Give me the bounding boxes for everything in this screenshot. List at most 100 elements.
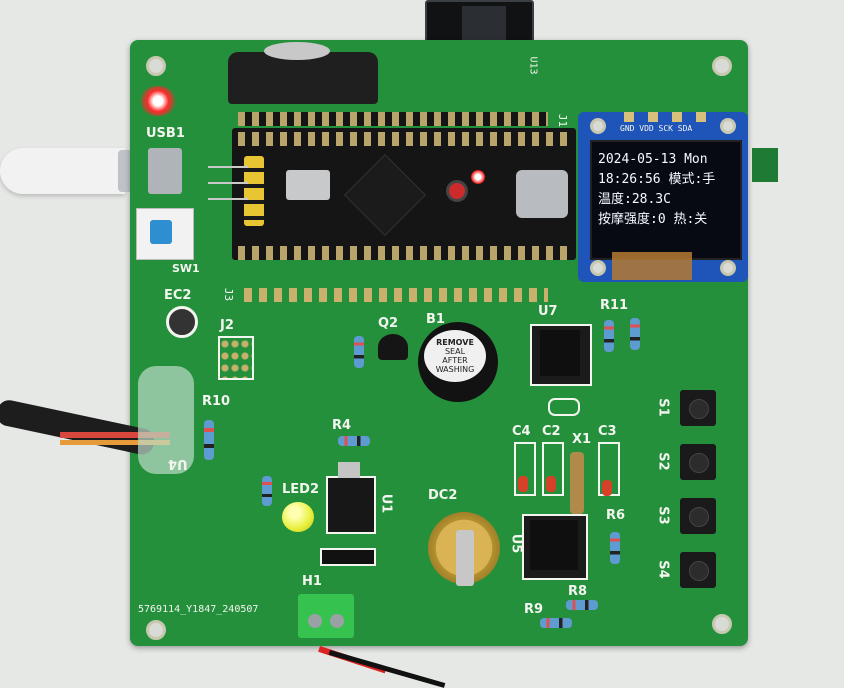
c4-label: C4 xyxy=(512,424,531,439)
u7-ic-body xyxy=(540,330,580,376)
u1-tab xyxy=(338,462,360,478)
sensor-wire-orange xyxy=(60,440,170,445)
usb-c-on-mcu xyxy=(516,170,568,218)
capacitor-c2 xyxy=(542,442,564,496)
oled-temperature-line: 温度:28.3C xyxy=(598,192,671,207)
r9-label: R9 xyxy=(524,602,544,617)
ec2-hole xyxy=(166,306,198,338)
wireless-module-chip xyxy=(462,6,506,46)
button-s4 xyxy=(680,552,716,588)
jumper-wires xyxy=(208,166,248,214)
j1-label: J1 xyxy=(556,113,570,128)
u1-label: U1 xyxy=(378,493,394,514)
oled-date-line: 2024-05-13 Mon xyxy=(598,152,708,167)
u5-label: U5 xyxy=(508,533,524,554)
mcu-reset-button xyxy=(446,180,468,202)
usb-c-port xyxy=(148,148,182,194)
resistor-r9 xyxy=(540,618,572,628)
led2-label: LED2 xyxy=(282,482,320,497)
buzzer-sticker: REMOVE SEAL AFTER WASHING xyxy=(424,330,486,382)
s2-label: S2 xyxy=(655,452,671,471)
battery-top-cap xyxy=(264,42,330,60)
buzzer-text-3: AFTER xyxy=(442,356,468,365)
tactile-button-icon xyxy=(150,220,172,244)
mounting-hole-tl xyxy=(146,56,166,76)
j1-header-top xyxy=(238,112,548,126)
h1-label: H1 xyxy=(302,574,322,589)
board-id: 5769114_Y1847_240507 xyxy=(138,604,259,615)
r10-label: R10 xyxy=(202,394,231,409)
oled-hole-tr xyxy=(720,118,736,134)
j2-label: J2 xyxy=(220,318,234,333)
side-green-tab xyxy=(752,148,778,182)
oled-flex-ribbon xyxy=(612,252,692,280)
resistor-r4 xyxy=(338,436,370,446)
buzzer-text-4: WASHING xyxy=(435,365,475,374)
u1-regulator xyxy=(326,476,376,534)
oled-hole-br xyxy=(720,260,736,276)
oled-pin-labels: GND VDD SCK SDA xyxy=(620,124,693,133)
usb1-label: USB1 xyxy=(146,126,185,141)
crystal-x1 xyxy=(570,452,584,514)
j2-header xyxy=(218,336,254,380)
j3-header xyxy=(244,288,548,302)
oled-pin-header xyxy=(624,112,720,122)
mounting-hole-tr xyxy=(712,56,732,76)
sensor-housing xyxy=(138,366,194,474)
diode xyxy=(320,548,376,566)
s4-label: S4 xyxy=(655,560,671,579)
usb-c-cable-icon xyxy=(0,148,125,194)
power-led-icon xyxy=(140,86,176,116)
mcu-crystal xyxy=(286,170,330,200)
battery-holder-top xyxy=(228,52,378,104)
u4-label: U4 xyxy=(168,456,188,471)
buzzer-text-2: SEAL xyxy=(444,347,466,356)
resistor-r8 xyxy=(566,600,598,610)
terminal-screw-1 xyxy=(308,614,322,628)
oled-time-mode-line: 18:26:56 模式:手 xyxy=(598,172,716,187)
oled-screen: 2024-05-13 Mon 18:26:56 模式:手 温度:28.3C 按摩… xyxy=(590,140,742,260)
r4-label: R4 xyxy=(332,418,352,433)
u5-ic-body xyxy=(530,520,578,570)
oled-hole-tl xyxy=(590,118,606,134)
s1-label: S1 xyxy=(655,398,671,417)
button-s1 xyxy=(680,390,716,426)
terminal-wire-black xyxy=(328,650,446,688)
q2-transistor xyxy=(378,334,408,360)
resistor-near-led2 xyxy=(262,476,272,506)
r6-label: R6 xyxy=(606,508,626,523)
buzzer-text-1: REMOVE xyxy=(436,338,474,347)
button-s2 xyxy=(680,444,716,480)
u13-label: U13 xyxy=(527,56,539,75)
resistor-r11 xyxy=(604,320,614,352)
c3-label: C3 xyxy=(598,424,617,439)
cap-red-c3 xyxy=(602,480,612,496)
jumper-pins xyxy=(244,156,264,226)
x1-label: X1 xyxy=(572,432,592,447)
r8-label: R8 xyxy=(568,584,588,599)
s3-label: S3 xyxy=(655,506,671,525)
resistor-r12 xyxy=(630,318,640,350)
capacitor-c4 xyxy=(514,442,536,496)
mounting-hole-br xyxy=(712,614,732,634)
b1-label: B1 xyxy=(426,312,445,327)
oled-hole-bl xyxy=(590,260,606,276)
j3-label: J3 xyxy=(222,287,236,302)
sw1-label: SW1 xyxy=(172,262,200,275)
c2-label: C2 xyxy=(542,424,561,439)
terminal-screw-2 xyxy=(330,614,344,628)
cap-red-c4 xyxy=(518,476,528,492)
oled-massage-heat-line: 按摩强度:0 热:关 xyxy=(598,212,708,227)
mcu-pin-row-bottom xyxy=(238,246,570,260)
resistor-r10 xyxy=(204,420,214,460)
resistor-r6 xyxy=(610,532,620,564)
led-icon xyxy=(282,502,314,532)
r11-label: R11 xyxy=(600,298,629,313)
ec2-label: EC2 xyxy=(164,288,192,303)
dc2-label: DC2 xyxy=(428,488,458,503)
cap-red-c2 xyxy=(546,476,556,492)
sensor-wire-red xyxy=(60,432,170,438)
capacitor-c1 xyxy=(548,398,580,416)
u7-label: U7 xyxy=(538,304,558,319)
battery-clip xyxy=(456,530,474,586)
